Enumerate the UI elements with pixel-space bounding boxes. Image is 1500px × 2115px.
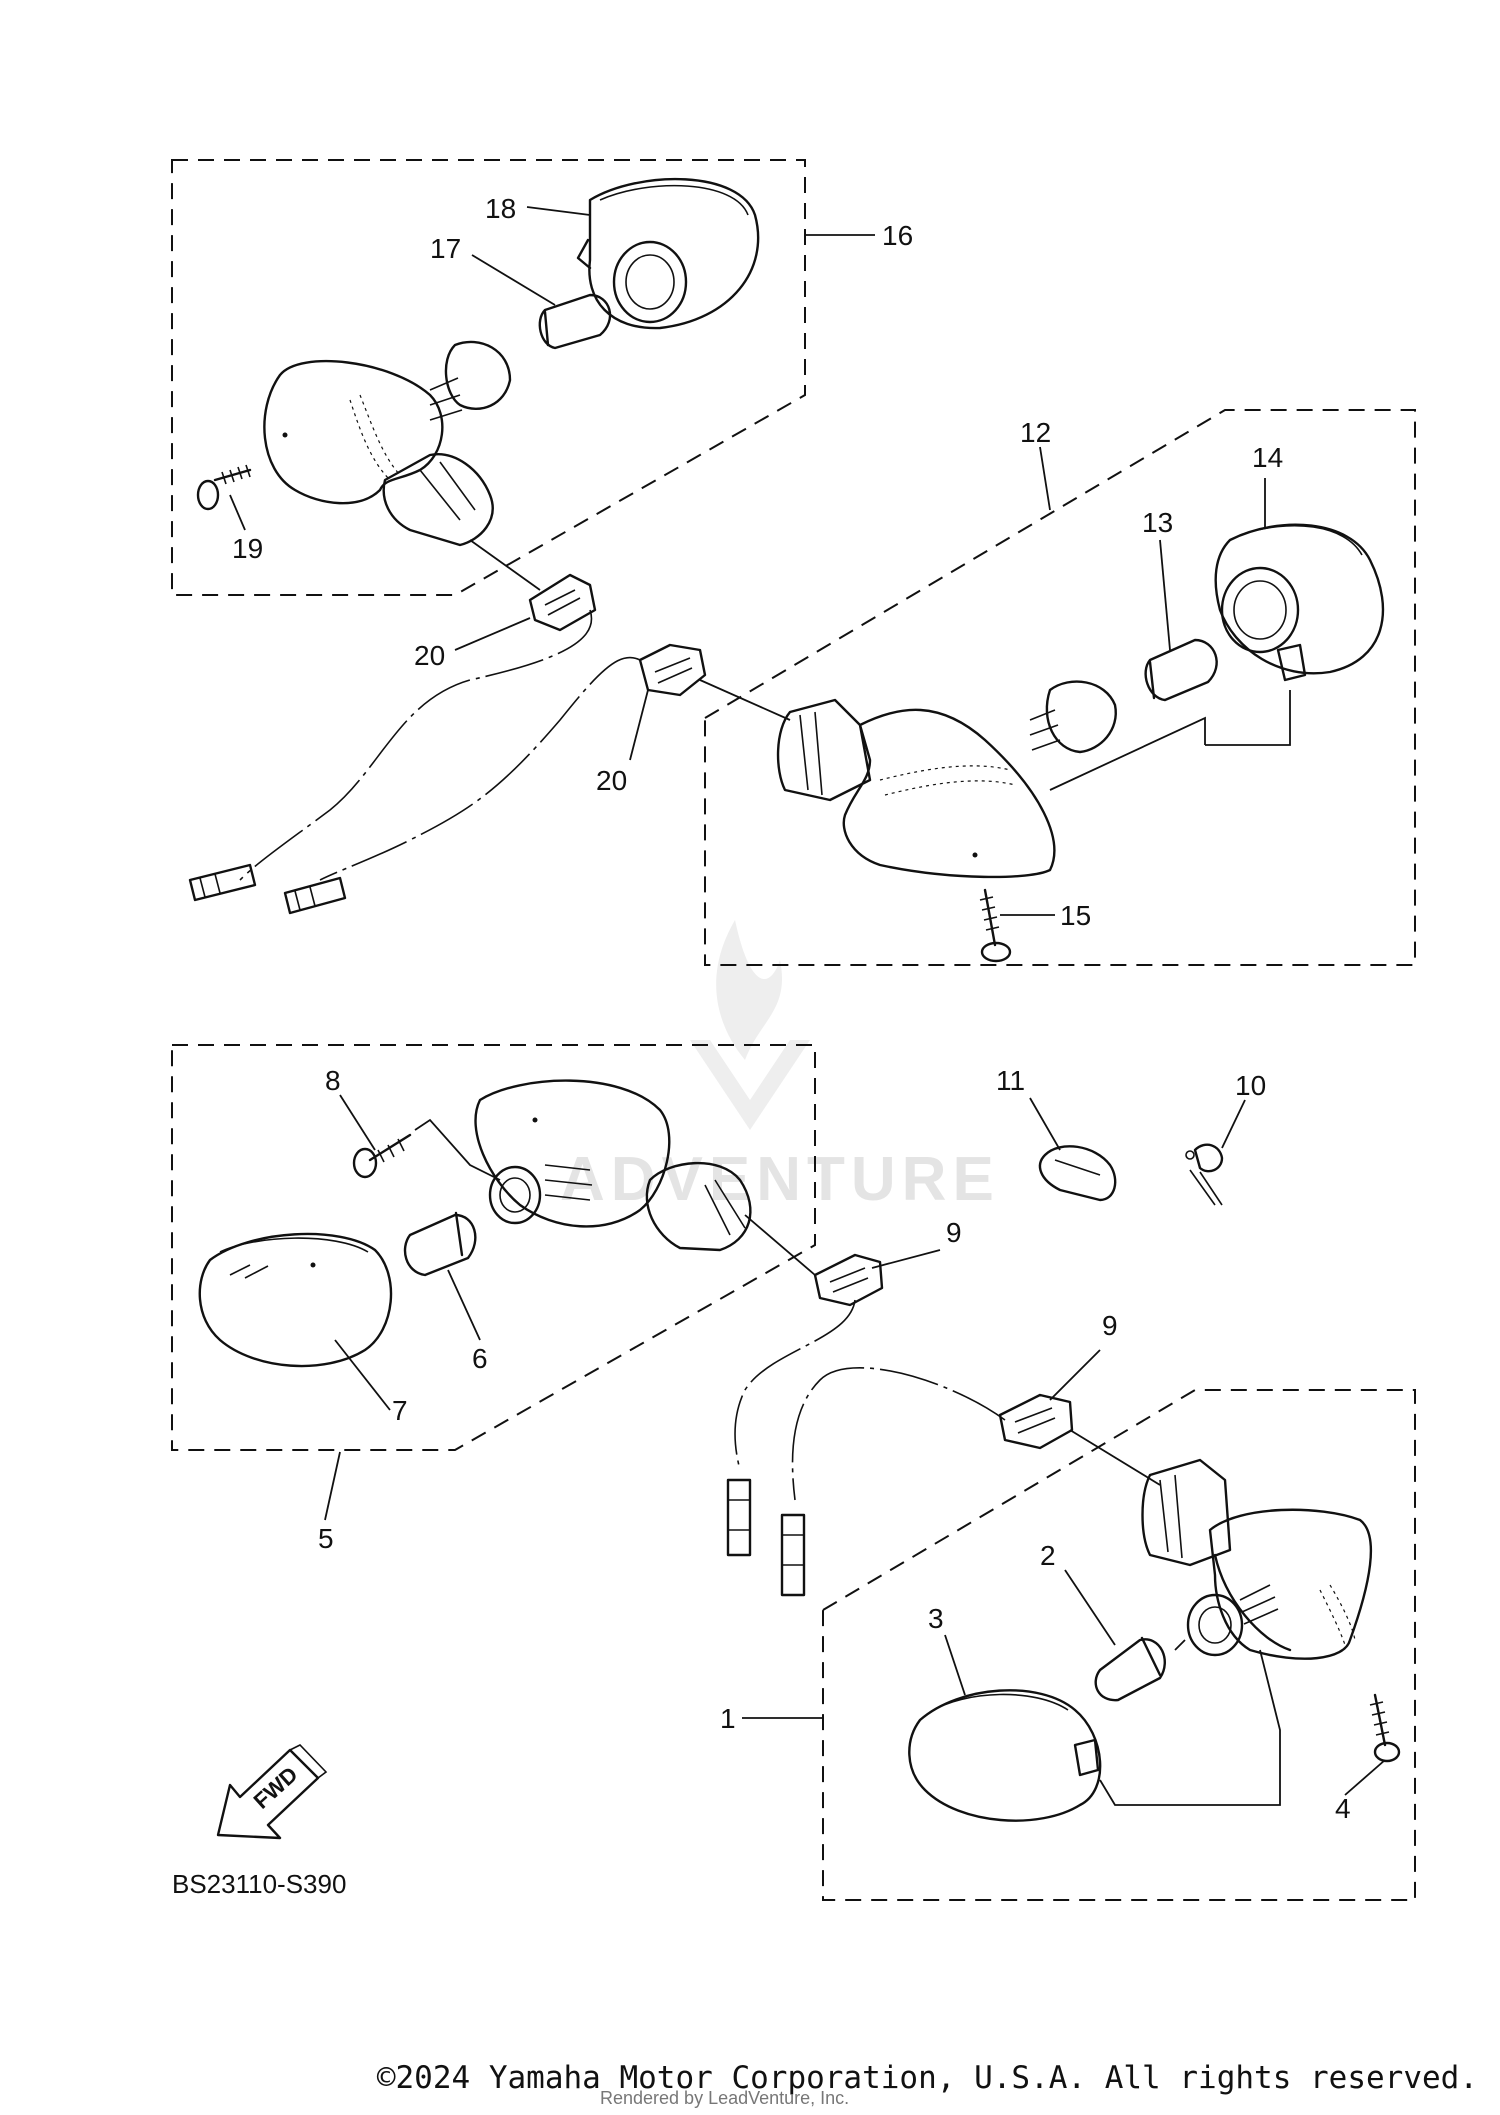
callout-20-upper: 20 (414, 640, 445, 671)
callout-4: 4 (1335, 1793, 1351, 1824)
watermark-text: ADVENTURE (560, 1145, 1000, 1214)
part-1-housing (1141, 1458, 1373, 1660)
part-6-bulb (403, 1211, 477, 1277)
part-7-lens (198, 1232, 393, 1368)
callout-18: 18 (485, 193, 516, 224)
terminal-left-2 (283, 876, 347, 915)
part-20-connector-b (638, 643, 707, 697)
callout-13: 13 (1142, 507, 1173, 538)
fwd-arrow: FWD (216, 1744, 328, 1840)
callout-1: 1 (720, 1703, 736, 1734)
fwd-label: FWD (249, 1762, 303, 1814)
part-10-tie (1185, 1143, 1224, 1206)
callout-10: 10 (1235, 1070, 1266, 1101)
rendered-by-notice: Rendered by LeadVenture, Inc. (600, 2088, 850, 2108)
callout-14: 14 (1252, 442, 1283, 473)
callout-6: 6 (472, 1343, 488, 1374)
part-3-lens (908, 1689, 1102, 1822)
wire-left-lower (319, 656, 641, 881)
terminal-middle-2 (780, 1513, 806, 1597)
callout-11: 11 (996, 1065, 1025, 1096)
callout-16: 16 (882, 220, 913, 251)
callout-9-lower: 9 (1102, 1310, 1118, 1341)
part-14-lens (1214, 523, 1385, 682)
part-17-bulb (538, 293, 612, 350)
terminal-left-1 (188, 863, 257, 902)
part-15-screw (979, 888, 1012, 963)
callout-3: 3 (928, 1603, 944, 1634)
callout-5: 5 (318, 1523, 334, 1554)
part-4-screw (1369, 1693, 1401, 1763)
terminal-middle-1 (726, 1478, 752, 1557)
part-20-connector-a (528, 573, 597, 632)
leader-lines (229, 206, 1386, 1796)
part-11-clamp (1038, 1145, 1117, 1202)
part-8-screw (352, 1133, 412, 1179)
part-19-screw (196, 464, 252, 511)
callout-9-upper: 9 (946, 1217, 962, 1248)
part-16-housing (263, 340, 512, 547)
callout-2: 2 (1040, 1540, 1056, 1571)
callout-7: 7 (392, 1395, 408, 1426)
watermark: ADVENTURE (560, 920, 1000, 1214)
part-5-housing (474, 1079, 752, 1252)
callout-19: 19 (232, 533, 263, 564)
group-5-boundary (171, 1044, 816, 1451)
part-18-lens (576, 177, 760, 330)
callout-8: 8 (325, 1065, 341, 1096)
footer: ©2024 Yamaha Motor Corporation, U.S.A. A… (0, 2060, 1500, 2096)
group-1-boundary (822, 1389, 1416, 1901)
wire-middle-1 (734, 1299, 856, 1471)
copyright-notice: ©2024 Yamaha Motor Corporation, U.S.A. A… (376, 2060, 1478, 2096)
part-9-connector-a (813, 1253, 884, 1307)
wire-left-upper (239, 609, 593, 881)
callout-12: 12 (1020, 417, 1051, 448)
part-13-bulb (1144, 638, 1218, 702)
wire-middle-2 (791, 1367, 1006, 1501)
part-12-housing (776, 680, 1117, 879)
diagram-reference-code: BS23110-S390 (172, 1869, 346, 1899)
callout-15: 15 (1060, 900, 1091, 931)
part-9-connector-b (998, 1393, 1074, 1450)
callout-17: 17 (430, 233, 461, 264)
callouts: 18 17 16 19 20 20 12 13 14 15 8 6 7 5 9 … (232, 193, 1351, 1824)
part-2-bulb (1094, 1636, 1166, 1702)
group-16-boundary (171, 159, 806, 596)
callout-20-lower: 20 (596, 765, 627, 796)
group-12-boundary (704, 409, 1416, 966)
